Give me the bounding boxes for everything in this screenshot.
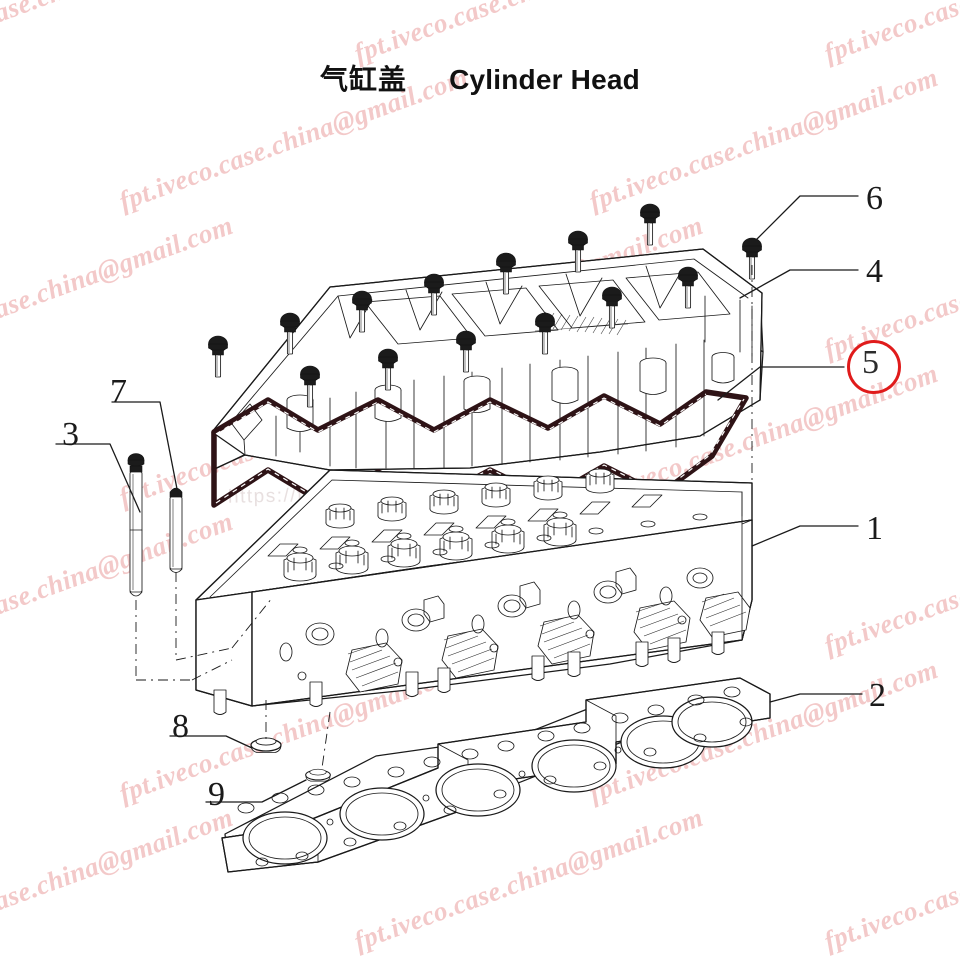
part-cylinder-head	[195, 468, 753, 715]
callout-7[interactable]: 7	[110, 373, 127, 410]
part-long-head-bolt	[127, 453, 145, 597]
callout-9[interactable]: 9	[208, 776, 225, 813]
valve-train-detail	[267, 468, 708, 582]
leader-lines	[55, 195, 863, 803]
highlight-ring-part-5	[847, 340, 901, 394]
callout-6[interactable]: 6	[866, 180, 883, 217]
part-sealing-ring	[305, 711, 331, 782]
callout-2[interactable]: 2	[869, 677, 886, 714]
part-valve-cover	[211, 248, 764, 471]
assembly-axes	[135, 265, 753, 681]
callout-3[interactable]: 3	[62, 416, 79, 453]
part-sealing-cap	[250, 700, 282, 754]
callout-8[interactable]: 8	[172, 708, 189, 745]
part-head-gasket	[221, 677, 771, 873]
part-short-stud	[169, 487, 183, 573]
callout-5-highlighted[interactable]: 5	[862, 344, 879, 381]
callout-4[interactable]: 4	[866, 253, 883, 290]
callout-1[interactable]: 1	[866, 510, 883, 547]
